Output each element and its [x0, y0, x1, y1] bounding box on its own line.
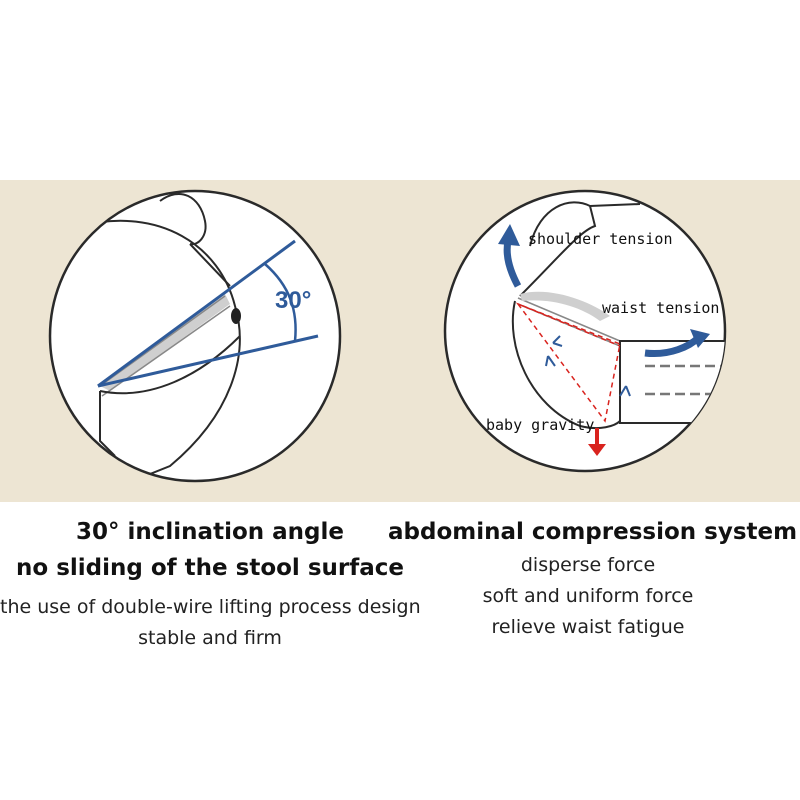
carrier-illustration: [511, 201, 725, 430]
right-sub-3: relieve waist fatigue: [491, 616, 685, 638]
compression-diagram: shoulder tension waist tension baby grav…: [443, 189, 727, 473]
right-sub-1: disperse force: [520, 554, 656, 576]
small-arrow-3: [619, 385, 631, 397]
left-caption: 30° inclination angle no sliding of the …: [0, 514, 421, 654]
left-sub-2: stable and firm: [138, 627, 282, 649]
left-headline-2: no sliding of the stool surface: [16, 555, 404, 581]
small-arrow-2: [545, 355, 556, 367]
waist-tension-label: waist tension: [602, 299, 719, 317]
right-sub-2: soft and uniform force: [482, 585, 694, 607]
angle-label: 30°: [275, 287, 311, 314]
baseline-line: [97, 334, 319, 388]
inclination-diagram: 30°: [48, 189, 342, 483]
inclined-line: [97, 239, 296, 388]
button-knob: [231, 308, 241, 324]
right-caption: abdominal compression system disperse fo…: [388, 514, 798, 643]
left-circle-frame: [48, 189, 342, 483]
left-sub-1: the use of double-wire lifting process d…: [0, 596, 421, 618]
right-headline: abdominal compression system: [388, 519, 798, 545]
small-arrow-1: [552, 335, 563, 347]
left-headline-1: 30° inclination angle: [76, 519, 344, 545]
baby-gravity-label: baby gravity: [486, 416, 594, 434]
force-triangle: [515, 302, 621, 423]
shoulder-tension-label: shoulder tension: [528, 230, 673, 248]
angle-arc: [264, 263, 297, 342]
